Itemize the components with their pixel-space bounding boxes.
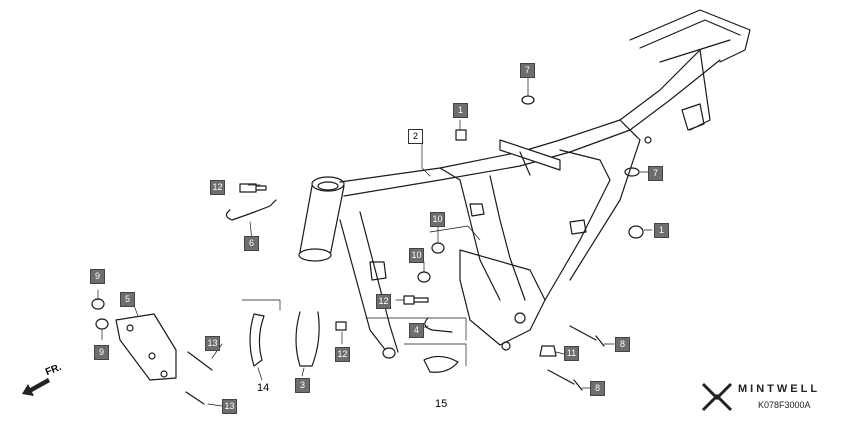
arrow-left-down-icon [22,378,50,396]
callout-4: 4 [409,323,424,338]
callout-2: 2 [408,129,423,144]
mintwell-logo-icon [701,382,733,412]
callout-1-right: 1 [654,223,669,238]
callout-9-lower: 9 [94,345,109,360]
callout-10-upper: 10 [430,212,445,227]
part-code: K078F3000A [758,400,811,410]
callout-8-lower: 8 [590,381,605,396]
loose-parts [91,95,644,405]
callout-13-upper: 13 [205,336,220,351]
frame-body [298,9,751,359]
callout-6: 6 [244,236,259,251]
callout-3: 3 [295,378,310,393]
callout-9-upper: 9 [90,269,105,284]
callout-7-right: 7 [648,166,663,181]
callout-5: 5 [120,292,135,307]
callout-7-top: 7 [520,63,535,78]
brand-name: MINTWELL [738,383,821,395]
callout-12-lower: 12 [335,347,350,362]
callout-1-top: 1 [453,103,468,118]
callout-10-lower: 10 [409,248,424,263]
callout-11: 11 [564,346,579,361]
callout-8-upper: 8 [615,337,630,352]
label-14: 14 [257,382,270,394]
label-15: 15 [435,398,448,410]
callout-12-middle: 12 [376,294,391,309]
leader-lines [97,77,653,407]
callout-12-top: 12 [210,180,225,195]
callout-13-lower: 13 [222,399,237,414]
